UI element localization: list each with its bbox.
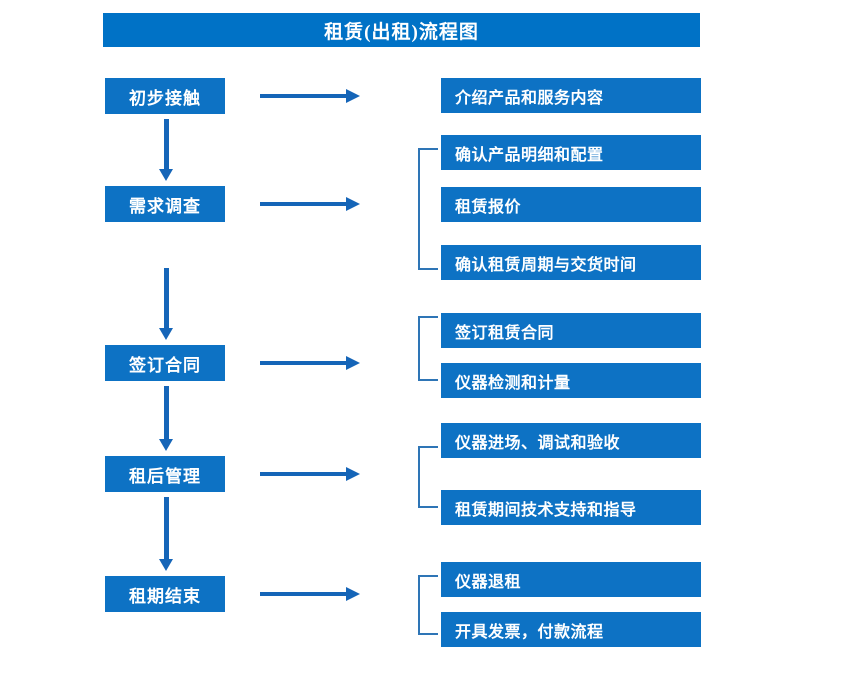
detail-box-instrument-inspection[interactable]: 仪器检测和计量: [441, 363, 701, 398]
stage-box-sign-contract[interactable]: 签订合同: [105, 345, 225, 381]
vertical-arrow-survey-to-contract: [159, 268, 173, 340]
horizontal-arrow-requirement-survey: [260, 197, 360, 211]
detail-box-invoice-payment[interactable]: 开具发票，付款流程: [441, 612, 701, 647]
arrow-head-icon: [159, 439, 173, 451]
stage-box-initial-contact[interactable]: 初步接触: [105, 78, 225, 114]
detail-box-confirm-product-details[interactable]: 确认产品明细和配置: [441, 135, 701, 170]
arrow-shaft: [164, 497, 169, 559]
arrow-head-icon: [159, 328, 173, 340]
arrow-head-icon: [346, 197, 360, 211]
group-bracket-requirement-survey: [418, 148, 438, 270]
chart-title: 租赁(出租)流程图: [103, 13, 700, 47]
detail-box-technical-support[interactable]: 租赁期间技术支持和指导: [441, 490, 701, 525]
stage-box-lease-end[interactable]: 租期结束: [105, 576, 225, 612]
stage-box-requirement-survey[interactable]: 需求调查: [105, 186, 225, 222]
group-bracket-post-lease-management: [418, 446, 438, 508]
detail-box-sign-lease-contract[interactable]: 签订租赁合同: [441, 313, 701, 348]
horizontal-arrow-sign-contract: [260, 356, 360, 370]
arrow-head-icon: [346, 587, 360, 601]
detail-box-lease-quotation[interactable]: 租赁报价: [441, 187, 701, 222]
arrow-head-icon: [159, 559, 173, 571]
group-bracket-lease-end: [418, 575, 438, 635]
horizontal-arrow-post-lease-management: [260, 467, 360, 481]
arrow-shaft: [260, 361, 348, 365]
arrow-head-icon: [159, 169, 173, 181]
arrow-shaft: [260, 592, 348, 596]
arrow-shaft: [260, 94, 348, 98]
detail-box-introduce-products[interactable]: 介绍产品和服务内容: [441, 78, 701, 113]
horizontal-arrow-lease-end: [260, 587, 360, 601]
horizontal-arrow-initial-contact: [260, 89, 360, 103]
detail-box-confirm-lease-period[interactable]: 确认租赁周期与交货时间: [441, 245, 701, 280]
stage-box-post-lease-management[interactable]: 租后管理: [105, 456, 225, 492]
arrow-head-icon: [346, 467, 360, 481]
group-bracket-sign-contract: [418, 316, 438, 381]
arrow-shaft: [260, 472, 348, 476]
detail-box-instrument-delivery[interactable]: 仪器进场、调试和验收: [441, 423, 701, 458]
arrow-shaft: [260, 202, 348, 206]
arrow-head-icon: [346, 356, 360, 370]
arrow-shaft: [164, 268, 169, 328]
arrow-head-icon: [346, 89, 360, 103]
vertical-arrow-initial-to-survey: [159, 119, 173, 181]
arrow-shaft: [164, 386, 169, 439]
arrow-shaft: [164, 119, 169, 169]
vertical-arrow-contract-to-post-lease: [159, 386, 173, 451]
detail-box-instrument-return[interactable]: 仪器退租: [441, 562, 701, 597]
vertical-arrow-post-lease-to-lease-end: [159, 497, 173, 571]
